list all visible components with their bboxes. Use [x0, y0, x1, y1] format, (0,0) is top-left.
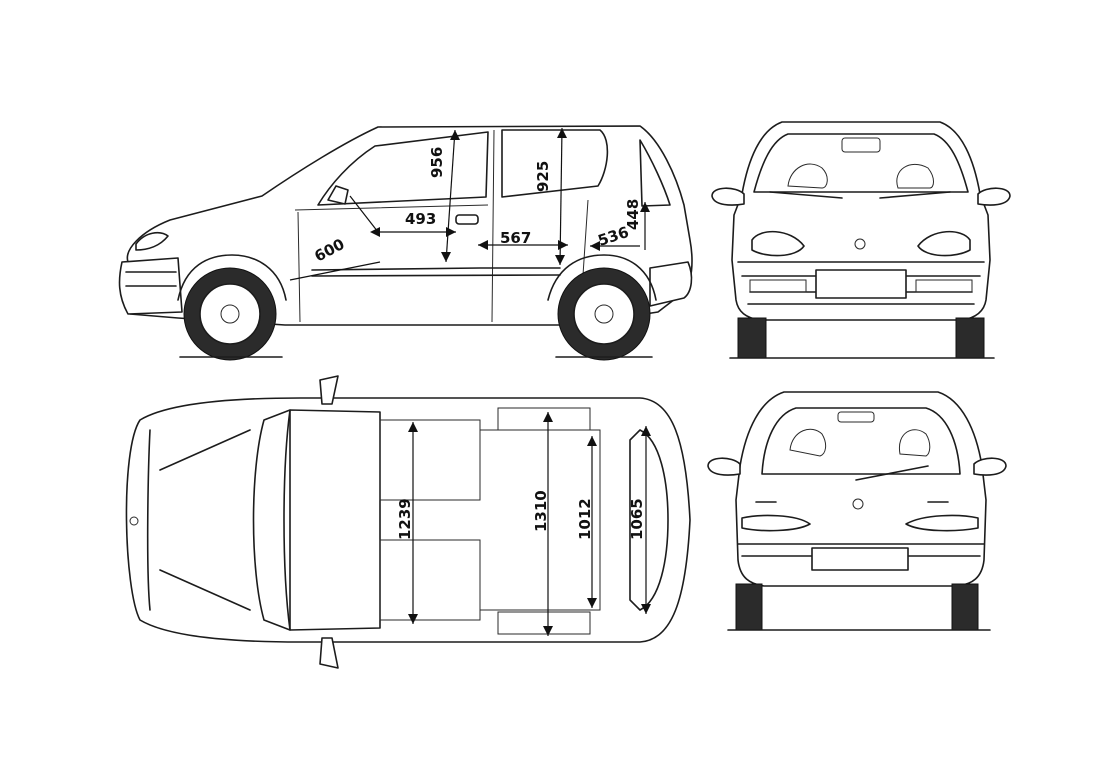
dim-1239: 1239: [396, 498, 414, 540]
rear-right-lamp: [905, 514, 979, 532]
top-view: 1239 1310 1012 1065: [125, 375, 691, 669]
hood-lines: [146, 429, 251, 611]
rear-right-tyre: [951, 583, 979, 631]
front-body-outline: [731, 121, 991, 321]
rear-bumper: [649, 261, 693, 307]
rear-rim: [573, 283, 635, 345]
dim-567: 567: [500, 229, 531, 247]
side-strip: [311, 267, 561, 277]
dim-448: 448: [624, 199, 642, 230]
top-body-outline: [125, 397, 691, 643]
bumper-grooves: [125, 271, 177, 287]
front-right-tyre: [955, 317, 985, 359]
headlight: [135, 231, 169, 251]
front-left-tyre: [737, 317, 767, 359]
rear-wiper: [855, 465, 929, 481]
rear-badge: [852, 498, 864, 510]
front-rim: [199, 283, 261, 345]
dim-956: 956: [428, 147, 446, 178]
right-headlight: [917, 230, 971, 257]
top-mirror-upper: [319, 375, 339, 405]
quarter-window: [639, 139, 671, 207]
top-mirror-lower: [319, 637, 339, 669]
door-lines: [294, 129, 589, 323]
rear-headrests: [789, 428, 931, 457]
dim-493: 493: [405, 210, 436, 228]
interior-mirror: [841, 137, 881, 153]
windscreen: [753, 133, 969, 193]
dim-1310: 1310: [532, 490, 550, 532]
front-wheel-arch: [177, 254, 287, 301]
rear-left-lamp: [741, 514, 811, 532]
side-mirror: [327, 185, 349, 205]
dim-1012: 1012: [576, 498, 594, 540]
side-view: 956 925 493 567 536 448 600: [118, 125, 693, 361]
fog-light-left: [749, 279, 807, 293]
dim-925: 925: [534, 161, 552, 192]
side-dimension-lines: [289, 127, 650, 281]
top-dimension-lines: [408, 412, 651, 636]
brake-light: [837, 411, 875, 423]
rear-right-mirror: [973, 457, 1007, 476]
front-badge: [854, 238, 866, 250]
front-seats: [787, 163, 934, 189]
rear-view: [707, 391, 1007, 631]
fog-light-right: [915, 279, 973, 293]
roof-outline: [289, 409, 381, 631]
right-mirror: [977, 187, 1011, 206]
front-window: [317, 131, 489, 206]
rear-window: [501, 129, 609, 198]
front-view: [711, 121, 1011, 359]
front-hub: [220, 304, 240, 324]
front-door-handle: [455, 214, 479, 225]
rear-door-windows-top: [497, 407, 591, 635]
wipers: [769, 191, 951, 199]
left-headlight: [751, 230, 805, 257]
rear-hub: [594, 304, 614, 324]
rear-plate-area: [811, 547, 909, 571]
rear-left-mirror: [707, 457, 741, 476]
rear-wheel-arch: [547, 254, 657, 301]
left-mirror: [711, 187, 745, 206]
rear-left-tyre: [735, 583, 763, 631]
front-emblem-top: [129, 516, 139, 526]
rear-screen: [761, 407, 961, 475]
dim-1065: 1065: [628, 498, 646, 540]
plate-area: [815, 269, 907, 299]
